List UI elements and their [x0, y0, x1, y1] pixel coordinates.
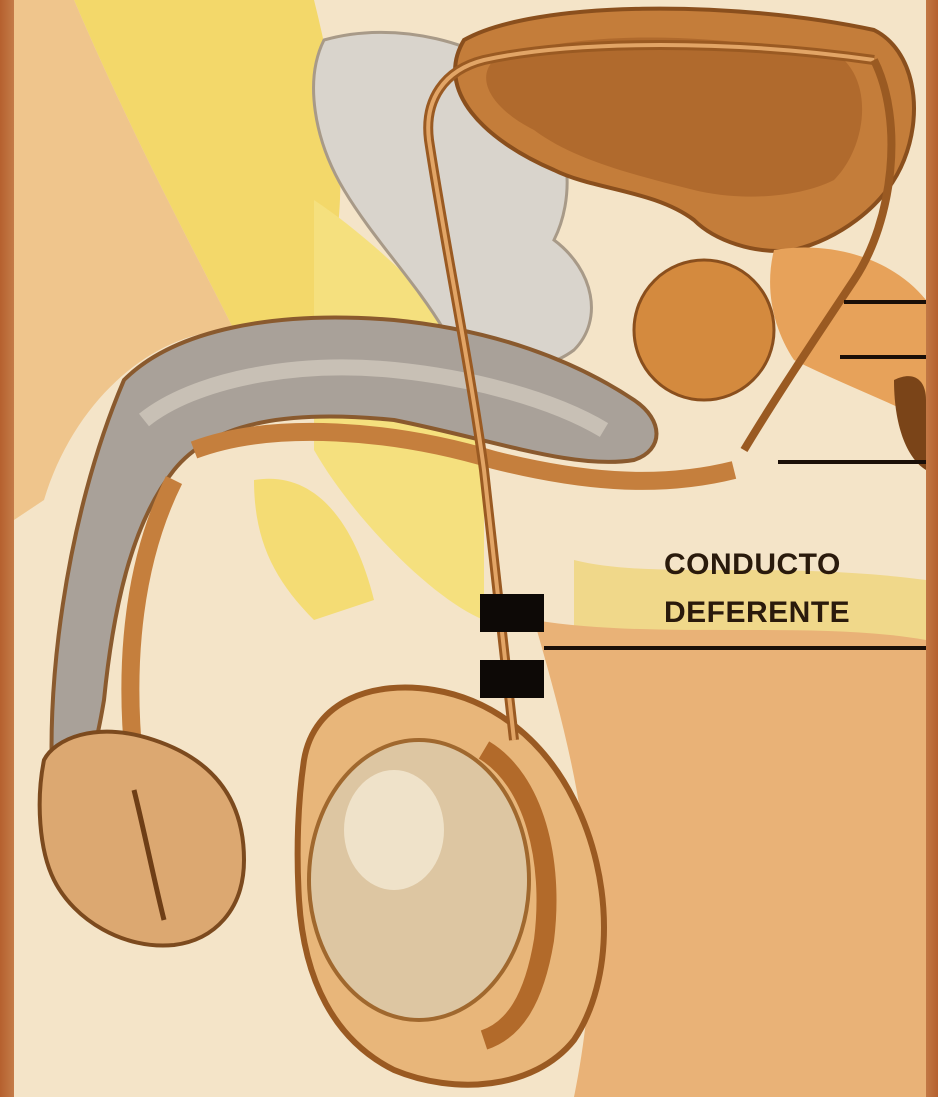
anatomy-illustration: CONDUCTO DEFERENTE — [14, 0, 926, 1097]
testis-highlight — [344, 770, 444, 890]
vas-deferens-label-line2: DEFERENTE — [664, 596, 850, 630]
prostate — [634, 260, 774, 400]
marker-block-upper — [480, 594, 544, 632]
marker-block-lower — [480, 660, 544, 698]
vas-deferens-label-line1: CONDUCTO — [664, 548, 841, 582]
